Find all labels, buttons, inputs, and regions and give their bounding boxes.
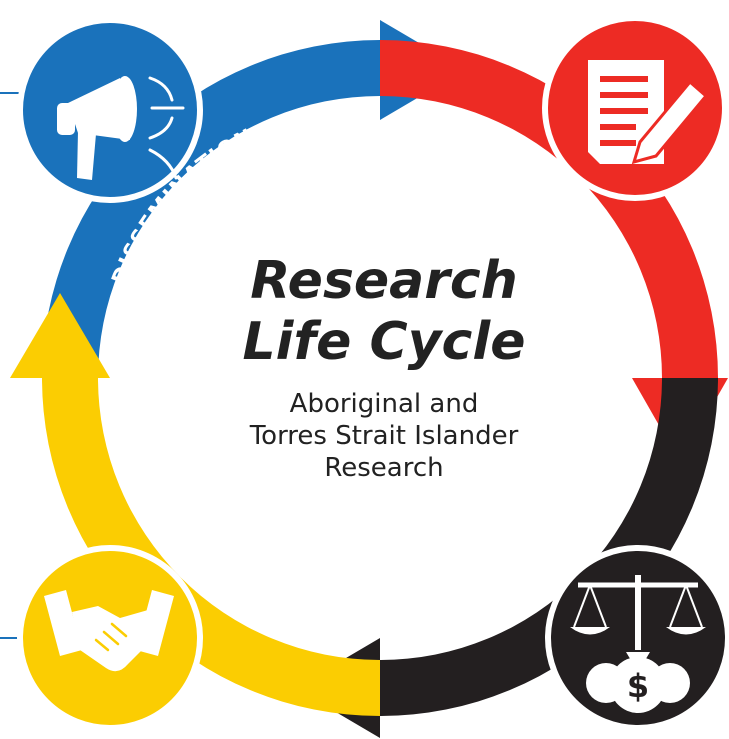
diagram-title-line2: Life Cycle	[243, 312, 526, 372]
dissemination-icon-circle	[17, 17, 203, 203]
diagram-title-line1: Research	[250, 251, 518, 311]
proposal-icon-circle	[542, 15, 728, 201]
conduct-icon-circle	[17, 545, 203, 731]
center-circle	[158, 150, 610, 602]
dollar-sign-icon: $	[627, 667, 649, 705]
document-pencil-icon	[588, 60, 709, 165]
diagram-subtitle-line3: Research	[324, 453, 443, 483]
megaphone-icon	[57, 76, 137, 180]
scales-money-icon	[570, 575, 706, 713]
diagram-subtitle-line1: Aboriginal and	[290, 389, 479, 419]
funding-icon-circle: $	[545, 545, 729, 731]
diagram-subtitle-line2: Torres Strait Islander	[249, 421, 519, 451]
